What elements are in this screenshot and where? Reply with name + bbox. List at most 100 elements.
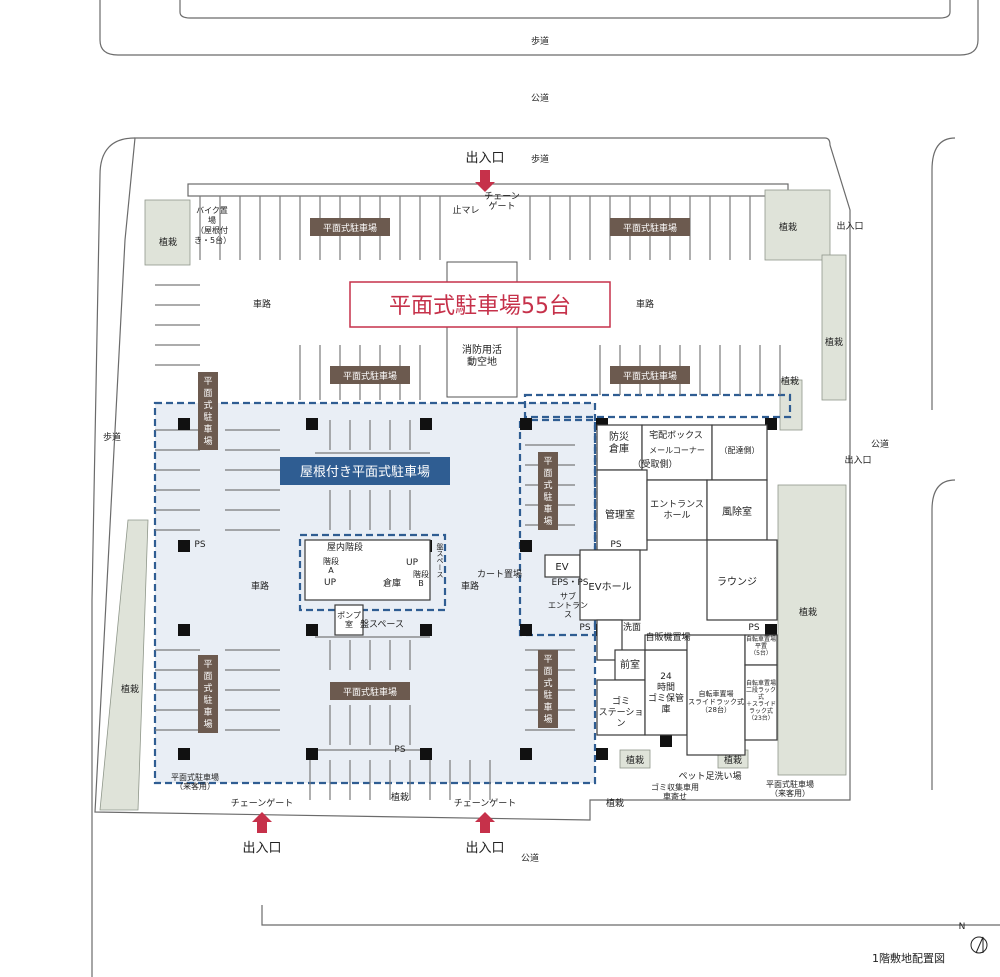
driveway-labels: 車路 車路 車路 車路 <box>251 298 654 592</box>
panel-space-label: 盤スペース <box>360 618 404 630</box>
planting-label-1: 植栽 <box>779 221 797 233</box>
driveway-2: 車路 <box>636 298 654 310</box>
road-labels: 歩道 公道 歩道 歩道 公道 公道 <box>103 35 889 864</box>
washroom-label: 洗面 <box>623 621 641 633</box>
label-bg-v2 <box>198 655 218 733</box>
ps-label-1: PS <box>194 540 205 550</box>
total-parking-label: 平面式駐車場55台 <box>389 294 571 319</box>
planting-label-10: 植栽 <box>724 754 742 766</box>
bicycle-tier <box>744 664 778 741</box>
mail-delivery <box>711 424 768 481</box>
road-right: 公道 <box>871 438 889 450</box>
right-curb-lower <box>931 479 956 790</box>
flat-parking-labels: 平面式駐車場 平面式駐車場 平面式駐車場 平面式駐車場 平面式駐車場 <box>198 218 690 733</box>
bottom-curb <box>261 905 1000 926</box>
driveway-4: 車路 <box>461 580 479 592</box>
up-label-1: UP <box>324 578 337 588</box>
ev-hall-label: EVホール <box>588 581 631 593</box>
arrow-bottom-right <box>475 812 495 833</box>
label-bg-2 <box>610 218 690 236</box>
covered-parking-label: 屋根付き平面式駐車場 <box>300 465 430 480</box>
planting-label-4: 植栽 <box>781 375 799 387</box>
driveway-3: 車路 <box>251 580 269 592</box>
lounge <box>706 539 778 621</box>
entrance-bottom-left: 出入口 <box>242 841 281 856</box>
bicycle-slide <box>686 634 746 756</box>
label-bg-3 <box>330 366 410 384</box>
arrow-top <box>475 170 495 192</box>
flat-parking-label-4: 平面式駐車場 <box>623 370 677 382</box>
label-bg-1 <box>310 218 390 236</box>
covered-area-outline-core <box>298 533 447 612</box>
right-curb-upper <box>931 137 956 410</box>
garbage-storage <box>644 649 688 736</box>
pet-wash-label: ペット足洗い場 <box>678 770 741 782</box>
flat-parking-label-1: 平面式駐車場 <box>323 222 377 234</box>
bicycle-flat <box>744 634 778 666</box>
storage-label: 倉庫 <box>383 577 401 589</box>
road-bottom: 公道 <box>521 852 539 864</box>
covered-label-box <box>280 457 450 485</box>
planting-label-9: 植栽 <box>626 754 644 766</box>
covered-area-outline-right <box>518 418 597 637</box>
fire-space-box <box>446 261 518 398</box>
management-room <box>596 469 648 551</box>
label-bg-4 <box>610 366 690 384</box>
chain-gate-2: チェーンゲート <box>454 797 517 809</box>
entrance-top: 出入口 <box>465 151 504 166</box>
entrance-right-1: 出入口 <box>836 220 863 232</box>
indoor-stair-label: 屋内階段 <box>327 541 363 553</box>
room-labels: 管理室 風除室 ラウンジ EV EVホール カート置場 EPS・PS PS PS… <box>121 220 872 809</box>
flat-parking-label-2: 平面式駐車場 <box>623 222 677 234</box>
flat-parking-label-5: 平面式駐車場 <box>343 686 397 698</box>
garbage-station <box>596 679 646 736</box>
planting-right-lower <box>777 484 847 776</box>
total-label-box <box>349 281 611 328</box>
left-side-stalls <box>155 284 280 731</box>
lounge-label: ラウンジ <box>717 576 757 588</box>
sidewalk-top: 歩道 <box>531 35 549 47</box>
flat-parking-label-3: 平面式駐車場 <box>343 370 397 382</box>
label-bg-v3 <box>538 452 558 530</box>
kanri-label: 管理室 <box>605 508 635 521</box>
label-bg-v1 <box>198 372 218 450</box>
driveway-1: 車路 <box>253 298 271 310</box>
planting-label-2: 植栽 <box>159 236 177 248</box>
plan-caption: 1階敷地配置図 <box>872 951 945 965</box>
planting-left <box>99 519 149 811</box>
entrance-bottom-right: 出入口 <box>465 841 504 856</box>
sidewalk-upper: 歩道 <box>531 153 549 165</box>
planting-label-8: 植栽 <box>606 797 624 809</box>
label-bg-v4 <box>538 650 558 728</box>
windbreak-label: 風除室 <box>722 505 752 518</box>
sidewalk-left: 歩道 <box>103 431 121 443</box>
eps-label: EPS・PS <box>552 578 589 588</box>
chain-gate-1: チェーンゲート <box>231 797 294 809</box>
indoor-stair-core <box>304 539 431 601</box>
ev-label: EV <box>555 562 568 573</box>
mail-receive-label: （受取側） <box>632 458 677 470</box>
planting-right <box>821 254 847 401</box>
entrance-labels: 出入口 出入口 出入口 チェーンゲート チェーンゲート 止マレ <box>231 151 517 856</box>
disaster-storage <box>596 424 643 471</box>
entrance-right-2: 出入口 <box>844 454 871 466</box>
planting-bottom-1 <box>619 749 651 769</box>
planting-label-7: 植栽 <box>391 791 409 803</box>
top-sidewalk-edge <box>179 0 951 19</box>
ps-label-5: PS <box>748 623 759 633</box>
arrow-bottom-left <box>252 812 272 833</box>
planting-label-3: 植栽 <box>825 336 843 348</box>
north-indicator: N <box>959 922 988 954</box>
planting-areas <box>99 189 847 811</box>
arrows <box>252 170 495 833</box>
planting-label-5: 植栽 <box>799 606 817 618</box>
building <box>304 424 778 756</box>
anteroom-label: 前室 <box>620 658 640 671</box>
ps-label-4: PS <box>394 745 405 755</box>
vending-label: 自販機置場 <box>645 631 690 643</box>
planting-top-left <box>144 199 191 266</box>
covered-area-outline-top <box>523 393 792 419</box>
planting-label-6: 植栽 <box>121 683 139 695</box>
center-stalls <box>309 420 491 800</box>
